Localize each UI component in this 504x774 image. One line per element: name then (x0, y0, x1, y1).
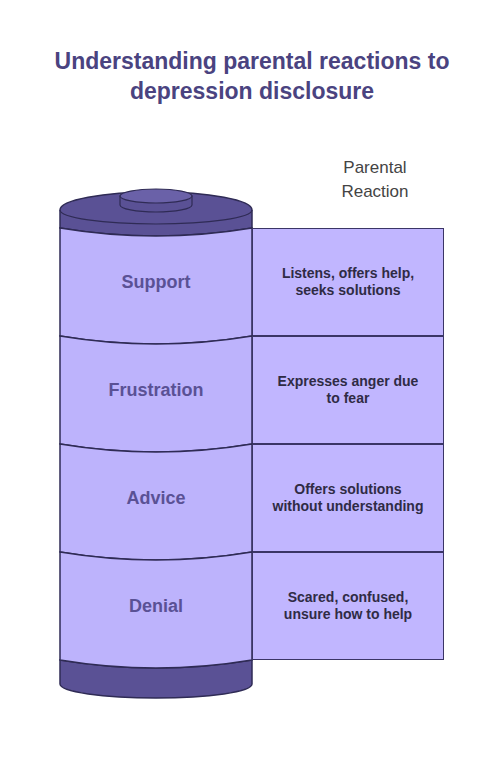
reaction-text: Offers solutions without understanding (271, 481, 425, 515)
segment-label: Advice (126, 488, 185, 509)
reaction-text: Listens, offers help, seeks solutions (271, 265, 425, 299)
knob-top (120, 189, 192, 203)
segment-label: Frustration (108, 380, 203, 401)
reaction-text: Expresses anger due to fear (271, 373, 425, 407)
reaction-box: Expresses anger due to fear (252, 336, 444, 444)
reaction-box: Scared, confused, unsure how to help (252, 552, 444, 660)
reaction-box: Listens, offers help, seeks solutions (252, 228, 444, 336)
battery-segment: Support (60, 228, 252, 336)
segment-label: Denial (129, 596, 183, 617)
segment-fill (60, 336, 252, 452)
segment-fill (60, 444, 252, 560)
reaction-text: Scared, confused, unsure how to help (271, 589, 425, 623)
segment-label: Support (122, 272, 191, 293)
battery-segment: Frustration (60, 336, 252, 444)
battery-segment: Advice (60, 444, 252, 552)
battery-segment: Denial (60, 552, 252, 660)
column-header: Parental Reaction (325, 156, 425, 204)
segment-fill (60, 552, 252, 668)
reaction-box: Offers solutions without understanding (252, 444, 444, 552)
diagram-title: Understanding parental reactions to depr… (20, 46, 484, 106)
segment-fill (60, 228, 252, 344)
